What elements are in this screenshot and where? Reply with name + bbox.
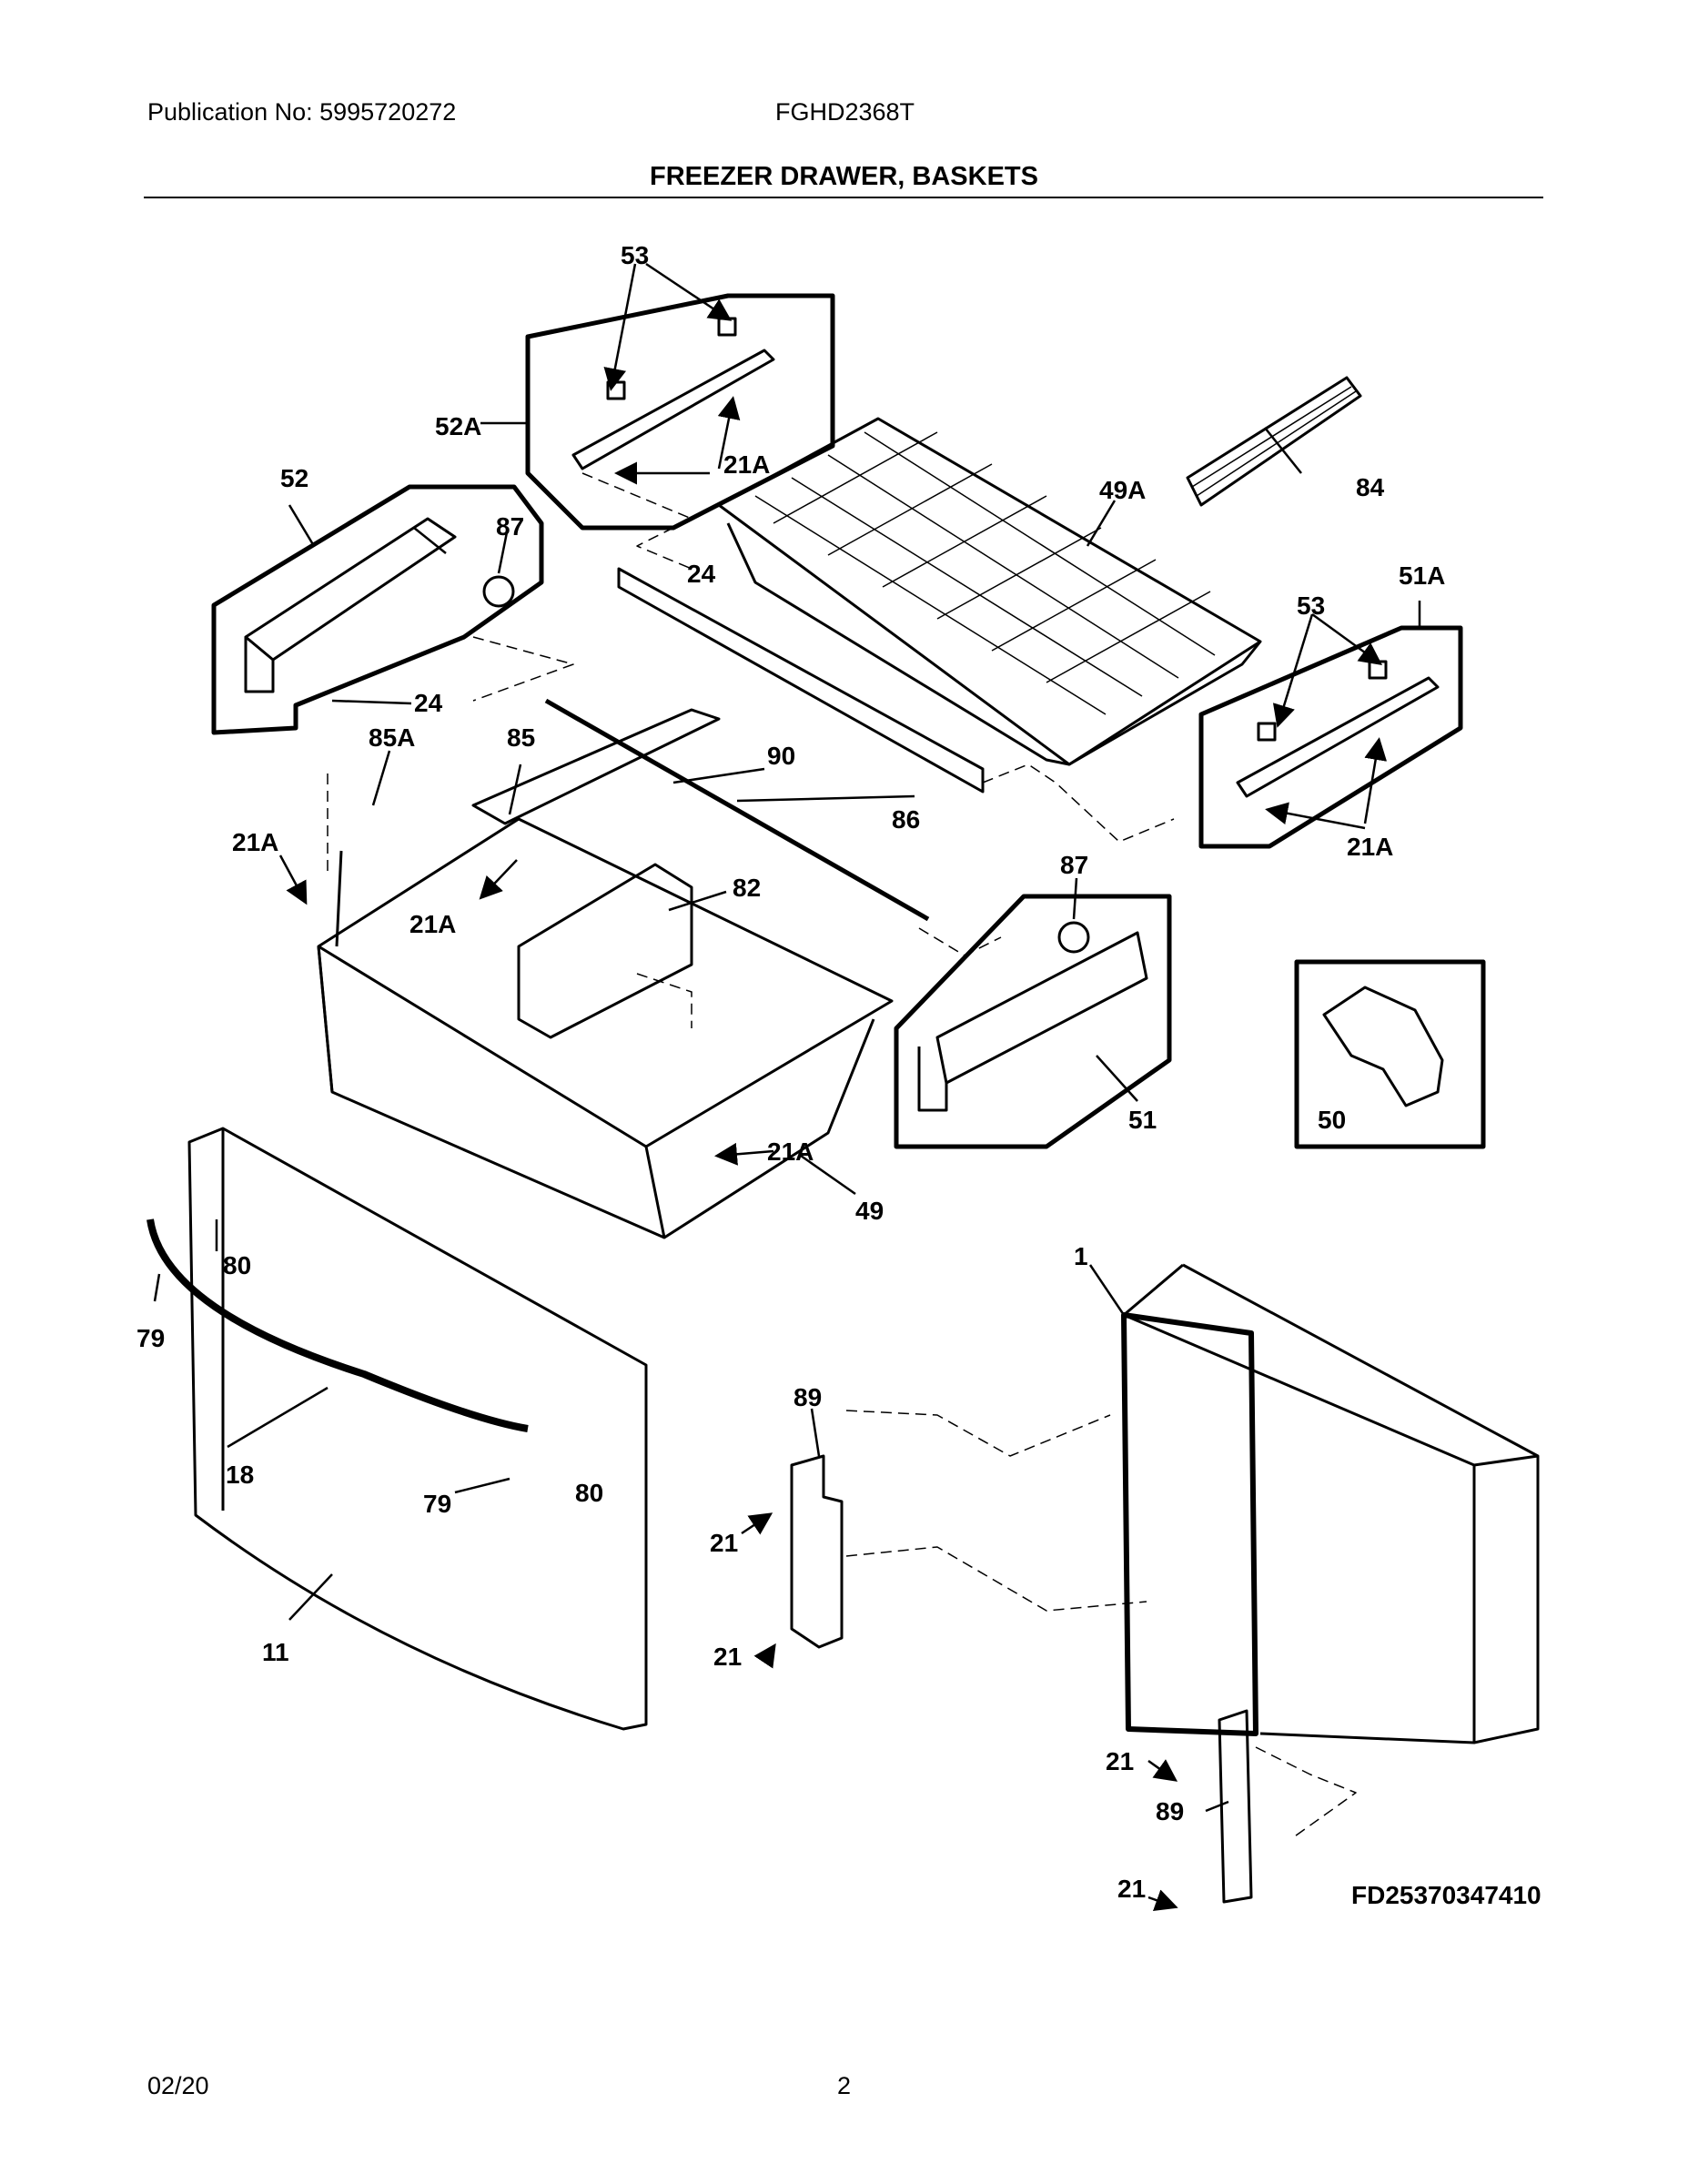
drawer-front-11 [187, 1127, 648, 1731]
label-24-a: 24 [687, 560, 716, 588]
drawer-pan-49 [317, 817, 894, 1148]
hinge-89-lower [1218, 1709, 1253, 1904]
label-21-b: 21 [713, 1643, 742, 1671]
box-51A [1198, 625, 1463, 849]
label-50: 50 [1318, 1106, 1346, 1134]
label-79-a: 79 [136, 1324, 165, 1352]
label-89-a: 89 [793, 1383, 822, 1411]
label-52A: 52A [435, 412, 481, 440]
wire-basket-49A [717, 417, 1262, 766]
label-21-d: 21 [1117, 1875, 1146, 1903]
box-52 [211, 484, 544, 735]
label-51A: 51A [1399, 561, 1445, 590]
label-21-c: 21 [1106, 1747, 1134, 1775]
label-49: 49 [855, 1197, 884, 1225]
label-84: 84 [1356, 473, 1385, 501]
label-86: 86 [892, 805, 920, 834]
publication-number: Publication No: 5995720272 [147, 98, 457, 126]
label-79-b: 79 [423, 1490, 451, 1518]
label-1: 1 [1074, 1242, 1088, 1270]
page-title: FREEZER DRAWER, BASKETS [650, 162, 1038, 191]
label-21A-a: 21A [723, 450, 770, 479]
cover-86 [617, 567, 985, 794]
label-18: 18 [226, 1461, 254, 1489]
label-24-b: 24 [414, 689, 443, 717]
support-85 [471, 708, 721, 825]
label-90: 90 [767, 742, 795, 770]
box-50 [1294, 959, 1486, 1149]
model-number: FGHD2368T [775, 98, 915, 126]
label-89-b: 89 [1156, 1797, 1184, 1825]
label-85: 85 [507, 723, 535, 752]
title-divider [144, 197, 1543, 198]
diagram-id: FD25370347410 [1351, 1881, 1541, 1909]
label-53-top: 53 [621, 241, 649, 269]
rod-90 [544, 698, 930, 922]
label-21A-d: 21A [409, 910, 456, 938]
label-21A-e: 21A [767, 1138, 814, 1166]
label-80-a: 80 [223, 1251, 251, 1279]
label-87-b: 87 [1060, 851, 1088, 879]
hinge-89-upper [790, 1454, 844, 1649]
label-49A: 49A [1099, 476, 1146, 504]
label-11: 11 [262, 1638, 289, 1666]
label-52: 52 [280, 464, 308, 492]
label-21-a: 21 [710, 1529, 738, 1557]
label-21A-b: 21A [1347, 833, 1393, 861]
handle-18 [147, 1218, 529, 1432]
box-51 [894, 894, 1172, 1149]
label-51: 51 [1128, 1106, 1157, 1134]
label-80-b: 80 [575, 1479, 603, 1507]
freezer-door-frame [1123, 1313, 1476, 1744]
label-21A-c: 21A [232, 828, 278, 856]
label-53-b: 53 [1297, 592, 1325, 620]
gasket-1 [1121, 1312, 1258, 1736]
label-82: 82 [733, 874, 761, 902]
footer-page-number: 2 [837, 2072, 852, 2099]
label-85A: 85A [369, 723, 415, 752]
footer-date: 02/20 [147, 2072, 209, 2099]
label-87-a: 87 [496, 512, 524, 541]
